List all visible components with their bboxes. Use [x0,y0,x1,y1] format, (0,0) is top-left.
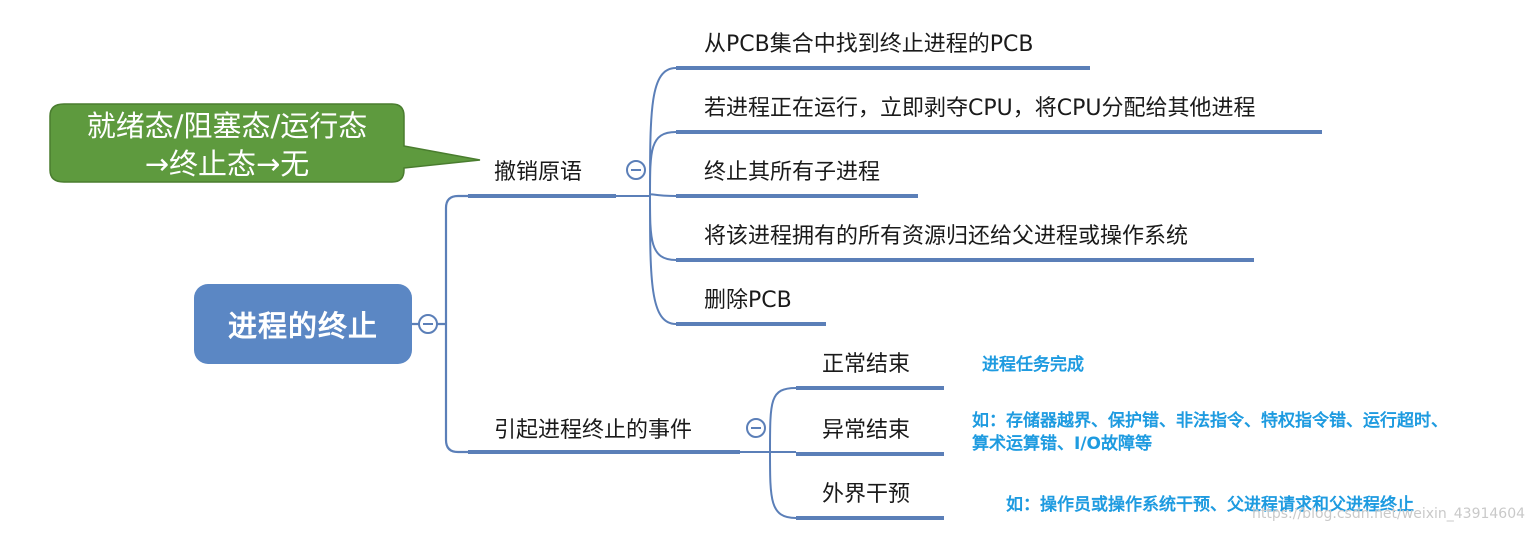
leaf-terminate-children[interactable]: 终止其所有子进程 [704,160,881,185]
branch-revoke-connectors [616,67,677,325]
root-collapse-icon[interactable] [418,314,438,334]
event-normal-end[interactable]: 正常结束 [822,352,911,377]
callout-bubble [49,103,481,183]
watermark: https://blog.csdn.net/weixin_43914604 [1252,506,1526,522]
leaf-delete-pcb[interactable]: 删除PCB [704,288,792,313]
branch-events-connectors [740,387,797,519]
root-connector-down [444,324,468,454]
root-connector-up [444,194,468,324]
event-abnormal-end[interactable]: 异常结束 [822,418,911,443]
note-abnormal-end: 如：存储器越界、保护错、非法指令、特权指令错、运行超时、 算术运算错、I/O故障… [972,410,1448,456]
branch-revoke-label[interactable]: 撤销原语 [494,160,583,185]
note-normal-end: 进程任务完成 [982,355,1084,375]
branch-events-collapse-icon[interactable] [746,418,766,438]
root-node[interactable]: 进程的终止 [194,284,412,364]
state-callout: 就绪态/阻塞态/运行态 →终止态→无 [52,108,402,183]
note-external-intervention: 如：操作员或操作系统干预、父进程请求和父进程终止 [1006,495,1414,515]
note-abnormal-end-line-2: 算术运算错、I/O故障等 [972,433,1152,454]
branch-revoke-collapse-icon[interactable] [626,160,646,180]
event-external-intervention[interactable]: 外界干预 [822,482,911,507]
leaf-return-resources[interactable]: 将该进程拥有的所有资源归还给父进程或操作系统 [704,224,1189,249]
callout-line-1: 就绪态/阻塞态/运行态 [86,109,368,143]
leaf-seize-cpu[interactable]: 若进程正在运行，立即剥夺CPU，将CPU分配给其他进程 [704,96,1256,121]
leaf-find-pcb[interactable]: 从PCB集合中找到终止进程的PCB [704,32,1034,57]
branch-events-label[interactable]: 引起进程终止的事件 [494,418,693,443]
root-label: 进程的终止 [227,309,378,343]
callout-line-2: →终止态→无 [144,146,310,181]
note-abnormal-end-line-1: 如：存储器越界、保护错、非法指令、特权指令错、运行超时、 [972,411,1448,431]
